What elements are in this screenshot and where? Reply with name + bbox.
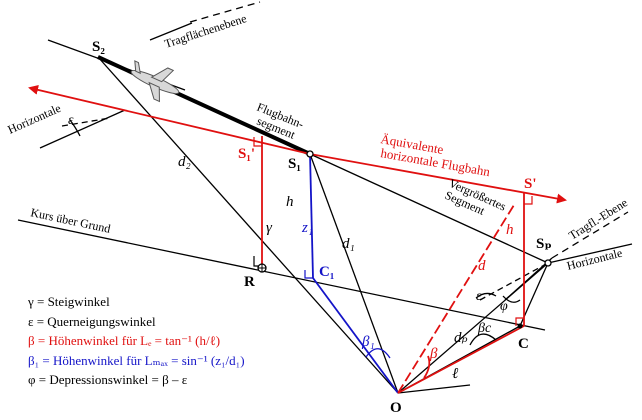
label-sp: Sₚ [536, 236, 552, 252]
red-lines [28, 84, 567, 394]
right-angle-sp [524, 196, 533, 205]
symbol-epsilon-left: ε [68, 113, 74, 128]
wing-plane-line-left-2 [149, 22, 193, 41]
symbol-z1: z₁ [301, 220, 313, 236]
equivalent-horizontal-flightpath [28, 84, 311, 155]
label-horizontale-right: Horizontale [565, 246, 623, 273]
angle-arc-epsilon-right [475, 292, 497, 299]
symbol-h-right: h [506, 222, 514, 238]
right-angle-c1 [304, 270, 313, 279]
label-s1-prime: S₁' [238, 146, 255, 162]
dp-line [397, 325, 525, 394]
symbol-h-left: h [286, 194, 294, 210]
line-c1-o [312, 277, 399, 394]
epsilon-dashed-left [61, 117, 111, 127]
points [257, 150, 552, 329]
point-s1 [306, 150, 314, 158]
flight-path-segment [97, 55, 311, 156]
label-s2: S₂ [92, 39, 105, 55]
label-tragfl-ebene: Tragfl.-Ebene [566, 195, 630, 242]
label-r: R [244, 274, 255, 290]
symbol-beta: β [429, 346, 438, 362]
symbol-gamma: γ [266, 220, 273, 236]
symbol-dp: dₚ [454, 330, 468, 346]
symbol-beta1: β₁ [361, 334, 375, 350]
right-angle-c [515, 317, 524, 326]
label-s1: S₁ [288, 156, 301, 172]
angle-arc-beta [423, 355, 431, 379]
symbol-epsilon-right: ε [476, 289, 482, 304]
airplane-icon [130, 60, 180, 103]
d-line [397, 204, 515, 394]
legend-beta: β = Höhenwinkel für Lₑ = tan⁻¹ (h/ℓ) [28, 333, 221, 348]
equivalent-horizontal-flightpath-right [309, 153, 567, 204]
point-sp [544, 259, 552, 267]
legend: γ = Steigwinkel ε = Querneigungswinkel β… [28, 292, 245, 390]
legend-epsilon: ε = Querneigungswinkel [28, 313, 156, 329]
legend-phi: φ = Depressionswinkel = β – ε [28, 372, 188, 387]
wing-plane-dashed-right [551, 211, 629, 259]
ground-track-line [17, 219, 546, 331]
blue-lines [304, 153, 399, 394]
angle-arc-beta-c [469, 333, 497, 346]
symbol-phi: φ [500, 299, 508, 314]
label-c1: C₁ [319, 264, 334, 280]
extended-segment-line [309, 153, 549, 264]
angle-arc-epsilon-left [69, 119, 81, 137]
label-o: O [390, 400, 402, 416]
right-angle-s1p [253, 137, 262, 147]
wing-plane-dashed-left [189, 1, 261, 23]
symbol-d2: d₂ [178, 154, 191, 170]
symbol-ell: ℓ [452, 366, 458, 382]
legend-beta1: β₁ = Höhenwinkel für Lₘₐₓ = sin⁻¹ (z₁/d₁… [28, 352, 245, 368]
line-o-ell [397, 384, 471, 394]
legend-gamma: γ = Steigwinkel [28, 294, 110, 309]
symbol-d: d [478, 258, 486, 274]
horizontale-right-line [547, 243, 633, 264]
label-horizontale-left: Horizontale [6, 101, 63, 137]
horizontale-left-line [39, 109, 126, 149]
point-c [517, 323, 523, 329]
symbol-beta-c: βc [477, 321, 492, 336]
horizontale-right-dashed [479, 262, 549, 301]
label-s-prime: S' [524, 176, 537, 192]
symbol-d1: d₁ [342, 236, 355, 252]
label-c: C [518, 336, 529, 352]
angle-arc-phi [502, 295, 521, 303]
angle-arc-beta1 [365, 348, 391, 359]
line-o-s1 [309, 153, 399, 394]
line-o-s2 [97, 56, 399, 394]
z1-vertical [309, 153, 314, 279]
